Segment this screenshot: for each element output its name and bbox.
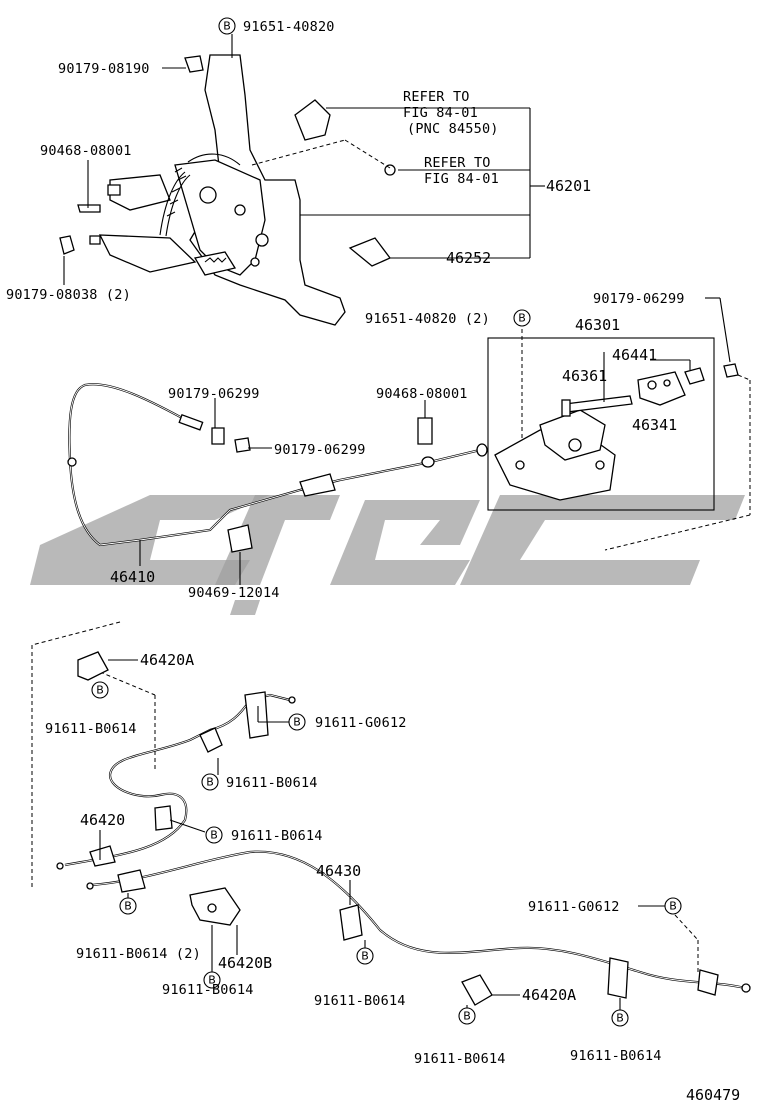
b-badge-letter: B [616, 1012, 624, 1025]
label-pnc-84550: (PNC 84550) [407, 121, 499, 137]
label-46410: 46410 [110, 568, 155, 586]
b-badge-letter: B [208, 974, 216, 987]
label-90468-08001-mid: 90468-08001 [376, 386, 468, 402]
label-46341: 46341 [632, 416, 677, 434]
front-cable [67, 383, 488, 585]
rear-cables [31, 621, 751, 1010]
b-badge [513, 309, 531, 327]
b-badge-letter: B [463, 1010, 471, 1023]
equalizer-box [487, 297, 751, 551]
b-badge-letter: B [518, 312, 526, 325]
b-badge-letter: B [210, 829, 218, 842]
b-badge-letter: B [669, 900, 677, 913]
b-badge [611, 1009, 629, 1027]
b-badge [458, 1007, 476, 1025]
label-refer-to-2: REFER TO [424, 155, 491, 171]
label-90179-06299-mid2: 90179-06299 [274, 442, 366, 458]
label-46420a-right: 46420A [522, 986, 576, 1004]
label-91611-b0614-h: 91611-B0614 [570, 1048, 662, 1064]
label-91611-b0614-c: 91611-B0614 [231, 828, 323, 844]
b-badge [91, 681, 109, 699]
label-46201: 46201 [546, 177, 591, 195]
diagram-id: 460479 [686, 1086, 740, 1104]
label-91611-b0614-a: 91611-B0614 [45, 721, 137, 737]
b-badge [218, 17, 236, 35]
b-badge [205, 826, 223, 844]
label-90468-08001-top: 90468-08001 [40, 143, 132, 159]
lever-bracket [59, 54, 396, 326]
label-46420a-left: 46420A [140, 651, 194, 669]
b-badge [356, 947, 374, 965]
label-91611-b0614-b: 91611-B0614 [226, 775, 318, 791]
label-46361: 46361 [562, 367, 607, 385]
label-refer-to-1: REFER TO [403, 89, 470, 105]
b-badge [664, 897, 682, 915]
leader-lines-top [63, 34, 545, 285]
callout-labels: B 91651-40820 90179-08190 REFER TO FIG 8… [6, 17, 740, 1104]
b-badge-letter: B [293, 716, 301, 729]
b-badge [119, 897, 137, 915]
label-90179-06299-right: 90179-06299 [593, 291, 685, 307]
label-46420b: 46420B [218, 954, 272, 972]
label-46441: 46441 [612, 346, 657, 364]
b-badge [203, 971, 221, 989]
label-fig-84-01-1: FIG 84-01 [403, 105, 478, 121]
label-fig-84-01-2: FIG 84-01 [424, 171, 499, 187]
label-90179-08190: 90179-08190 [58, 61, 150, 77]
label-91651-40820: 91651-40820 [243, 19, 335, 35]
b-badge [288, 713, 306, 731]
label-46301: 46301 [575, 316, 620, 334]
b-badge-letter: B [223, 20, 231, 33]
label-90179-06299-mid1: 90179-06299 [168, 386, 260, 402]
label-90469-12014: 90469-12014 [188, 585, 280, 601]
b-badge [201, 773, 219, 791]
label-90179-08038: 90179-08038 (2) [6, 287, 131, 303]
b-badge-letter: B [96, 684, 104, 697]
label-91611-b0614-g: 91611-B0614 [414, 1051, 506, 1067]
b-badge-letter: B [206, 776, 214, 789]
label-91611-b0614-e: 91611-B0614 [162, 982, 254, 998]
label-46430: 46430 [316, 862, 361, 880]
label-91611-b0614-d: 91611-B0614 (2) [76, 946, 201, 962]
label-91611-b0614-f: 91611-B0614 [314, 993, 406, 1009]
label-46420: 46420 [80, 811, 125, 829]
label-46252: 46252 [446, 249, 491, 267]
label-91611-g0612-b: 91611-G0612 [528, 899, 620, 915]
watermark-logo [30, 495, 745, 615]
b-badge-letter: B [124, 900, 132, 913]
label-91611-g0612-a: 91611-G0612 [315, 715, 407, 731]
label-91651-40820-2: 91651-40820 (2) [365, 311, 490, 327]
b-badge-letter: B [361, 950, 369, 963]
